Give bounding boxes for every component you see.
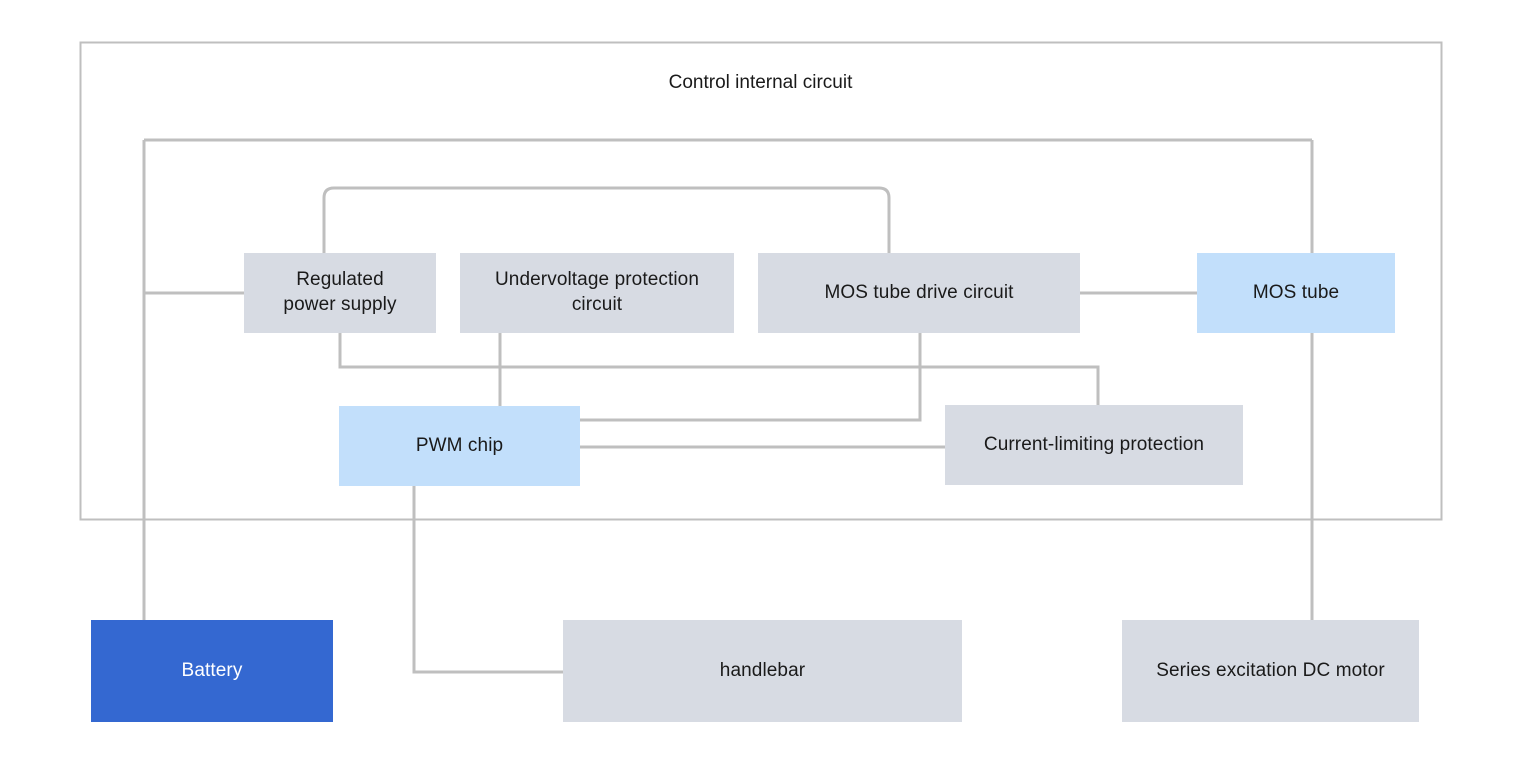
- node-mos-tube-drive-circuit[interactable]: MOS tube drive circuit: [758, 253, 1080, 333]
- group-title: Control internal circuit: [668, 72, 853, 93]
- node-pwm-chip[interactable]: PWM chip: [339, 406, 580, 486]
- node-battery[interactable]: Battery: [91, 620, 333, 722]
- wire-pwm-to-handlebar: [412, 486, 563, 674]
- node-label-current-limiting-protection: Current-limiting protection: [983, 433, 1205, 455]
- node-label-battery: Battery: [181, 659, 243, 681]
- wire-mos-drive-to-pwm: [580, 333, 922, 422]
- node-current-limiting-protection[interactable]: Current-limiting protection: [945, 405, 1243, 485]
- node-series-excitation-dc-motor[interactable]: Series excitation DC motor: [1122, 620, 1419, 722]
- node-regulated-power-supply[interactable]: Regulated power supply: [244, 253, 436, 333]
- node-undervoltage-protection-circuit[interactable]: Undervoltage protection circuit: [460, 253, 734, 333]
- wire-regulated-to-current-limit: [338, 333, 1100, 405]
- node-label-series-excitation-dc-motor: Series excitation DC motor: [1156, 659, 1385, 681]
- node-mos-tube[interactable]: MOS tube: [1197, 253, 1395, 333]
- node-label-pwm-chip: PWM chip: [415, 434, 504, 456]
- node-handlebar[interactable]: handlebar: [563, 620, 962, 722]
- node-label-handlebar: handlebar: [719, 659, 806, 681]
- node-label-undervoltage-protection-circuit: Undervoltage protection circuit: [494, 269, 700, 315]
- node-label-mos-tube-drive-circuit: MOS tube drive circuit: [824, 281, 1014, 303]
- wire-regulated-to-mos-drive: [322, 186, 891, 253]
- node-label-regulated-power-supply: Regulated power supply: [283, 269, 397, 315]
- node-label-mos-tube: MOS tube: [1252, 281, 1340, 303]
